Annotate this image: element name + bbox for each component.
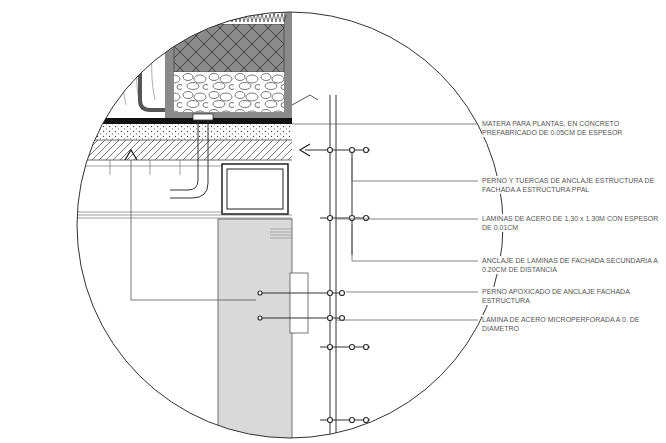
callout-note: PERNO Y TUERCAS DE ANCLAJE ESTRUCTURA DE… bbox=[482, 176, 662, 194]
callout-note: ANCLAJE DE LAMINAS DE FACHADA SECUNDARIA… bbox=[482, 256, 662, 274]
callout-note: PERNO APOXICADO DE ANCLAJE FACHADA ESTRU… bbox=[482, 287, 662, 305]
callout-note: LAMINAS DE ACERO DE 1.30 x 1.30M CON ESP… bbox=[482, 214, 662, 232]
leader-lines bbox=[292, 124, 478, 320]
callout-note: MATERA PARA PLANTAS, EN CONCRETO PREFABR… bbox=[482, 119, 662, 137]
callout-note: LAMINA DE ACERO MICROPERFORADA A 0. DE D… bbox=[482, 315, 662, 333]
